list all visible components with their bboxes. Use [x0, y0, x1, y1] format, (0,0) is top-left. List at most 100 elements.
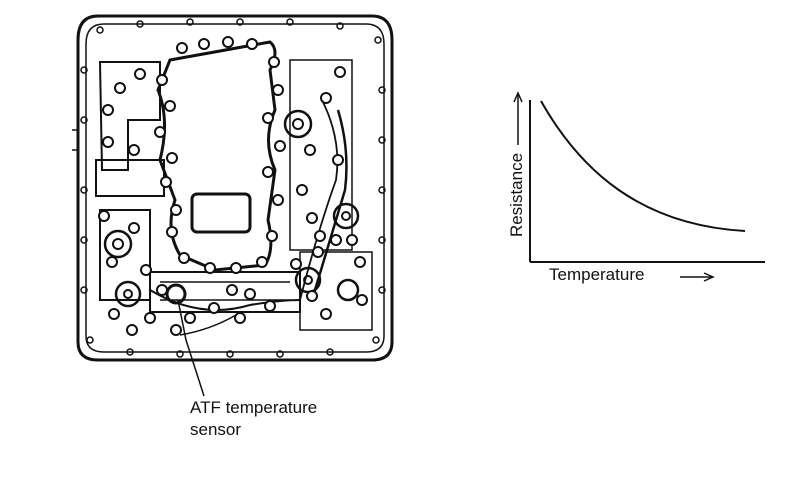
bolt-head: [126, 324, 138, 336]
separator-plate: [156, 40, 277, 272]
bolt-head: [290, 258, 302, 270]
bolt-head: [230, 262, 242, 274]
bolt-head: [272, 84, 284, 96]
bolt-head: [314, 230, 326, 242]
sensor-callout-line2: sensor: [190, 420, 242, 439]
bolt-head: [262, 112, 274, 124]
bolt-head: [154, 126, 166, 138]
bolt-hole: [126, 348, 134, 356]
bolt-head: [128, 144, 140, 156]
bolt-head: [304, 144, 316, 156]
solenoid-5-core: [303, 275, 313, 285]
bolt-hole: [374, 36, 382, 44]
bolt-head: [128, 222, 140, 234]
atf-sensor-body: [165, 283, 187, 305]
bolt-hole: [236, 18, 244, 26]
sensor-callout-line1: ATF temperature: [190, 398, 318, 417]
bolt-head: [184, 312, 196, 324]
bolt-head: [176, 42, 188, 54]
valve-body-drawing: [72, 14, 394, 362]
bolt-hole: [186, 18, 194, 26]
pan-gasket-outline: [76, 14, 394, 362]
solenoid-4-core: [341, 211, 351, 221]
bolt-head: [198, 38, 210, 50]
bolt-hole: [378, 236, 386, 244]
bolt-head: [222, 36, 234, 48]
bolt-head: [226, 284, 238, 296]
x-arrow-head: [703, 272, 715, 282]
bolt-head: [134, 68, 146, 80]
bolt-head: [274, 140, 286, 152]
bolt-hole: [80, 66, 88, 74]
right-valve-column: [289, 59, 353, 251]
bolt-head: [156, 74, 168, 86]
solenoid-6: [336, 278, 360, 302]
solenoid-4: [332, 202, 360, 230]
bolt-head: [114, 82, 126, 94]
bolt-hole: [136, 20, 144, 28]
bolt-head: [108, 308, 120, 320]
bolt-hole: [276, 350, 284, 358]
bolt-head: [106, 256, 118, 268]
solenoid-1-core: [292, 118, 304, 130]
lower-valve-bar: [149, 271, 301, 313]
bolt-hole: [372, 336, 380, 344]
graph-y-label: Resistance: [507, 152, 526, 238]
left-valve-block: [98, 61, 161, 171]
pan-side-notch: [72, 129, 78, 151]
bolt-hole: [378, 136, 386, 144]
bolt-head: [296, 184, 308, 196]
solenoid-3-core: [123, 289, 133, 299]
bolt-head: [262, 166, 274, 178]
bolt-hole: [378, 86, 386, 94]
bolt-head: [266, 230, 278, 242]
right-lower-block: [299, 251, 373, 331]
bolt-head: [346, 234, 358, 246]
bolt-head: [144, 312, 156, 324]
resistance-temperature-graph: [513, 91, 765, 282]
bolt-head: [244, 288, 256, 300]
bolt-head: [102, 104, 114, 116]
bolt-hole: [326, 348, 334, 356]
bolt-hole: [286, 18, 294, 26]
resistance-curve: [540, 100, 746, 232]
bolt-head: [354, 256, 366, 268]
y-arrow-head: [513, 91, 523, 103]
bolt-head: [330, 234, 342, 246]
bolt-head: [306, 290, 318, 302]
valve-body-internals: [95, 40, 373, 336]
bolt-head: [272, 194, 284, 206]
bolt-head: [306, 212, 318, 224]
bolt-hole: [96, 26, 104, 34]
bolt-head: [332, 154, 344, 166]
bolt-head: [264, 300, 276, 312]
bolt-head: [170, 324, 182, 336]
solenoid-2-core: [112, 238, 124, 250]
bolt-head: [208, 302, 220, 314]
bolt-head: [156, 284, 168, 296]
wire-harness-2: [299, 99, 339, 301]
pan-inner-outline: [85, 23, 385, 353]
bolt-hole: [80, 186, 88, 194]
bolt-head: [160, 176, 172, 188]
bolt-head: [170, 204, 182, 216]
bolt-head: [102, 136, 114, 148]
bolt-head: [320, 308, 332, 320]
bolt-head: [356, 294, 368, 306]
bolt-head: [312, 246, 324, 258]
bolt-head: [98, 210, 110, 222]
graph-x-label: Temperature: [549, 265, 645, 284]
bolt-head: [246, 38, 258, 50]
wire-harness-1: [310, 109, 348, 301]
bolt-hole: [80, 286, 88, 294]
gasket-bolt-holes: [80, 18, 386, 358]
plate-window: [190, 192, 252, 234]
bolt-head: [234, 312, 246, 324]
bolt-hole: [176, 350, 184, 358]
bolt-head: [204, 262, 216, 274]
solenoid-3: [114, 280, 142, 308]
bolt-hole: [378, 186, 386, 194]
plate-bolt-heads: [98, 36, 368, 336]
bolt-head: [334, 66, 346, 78]
